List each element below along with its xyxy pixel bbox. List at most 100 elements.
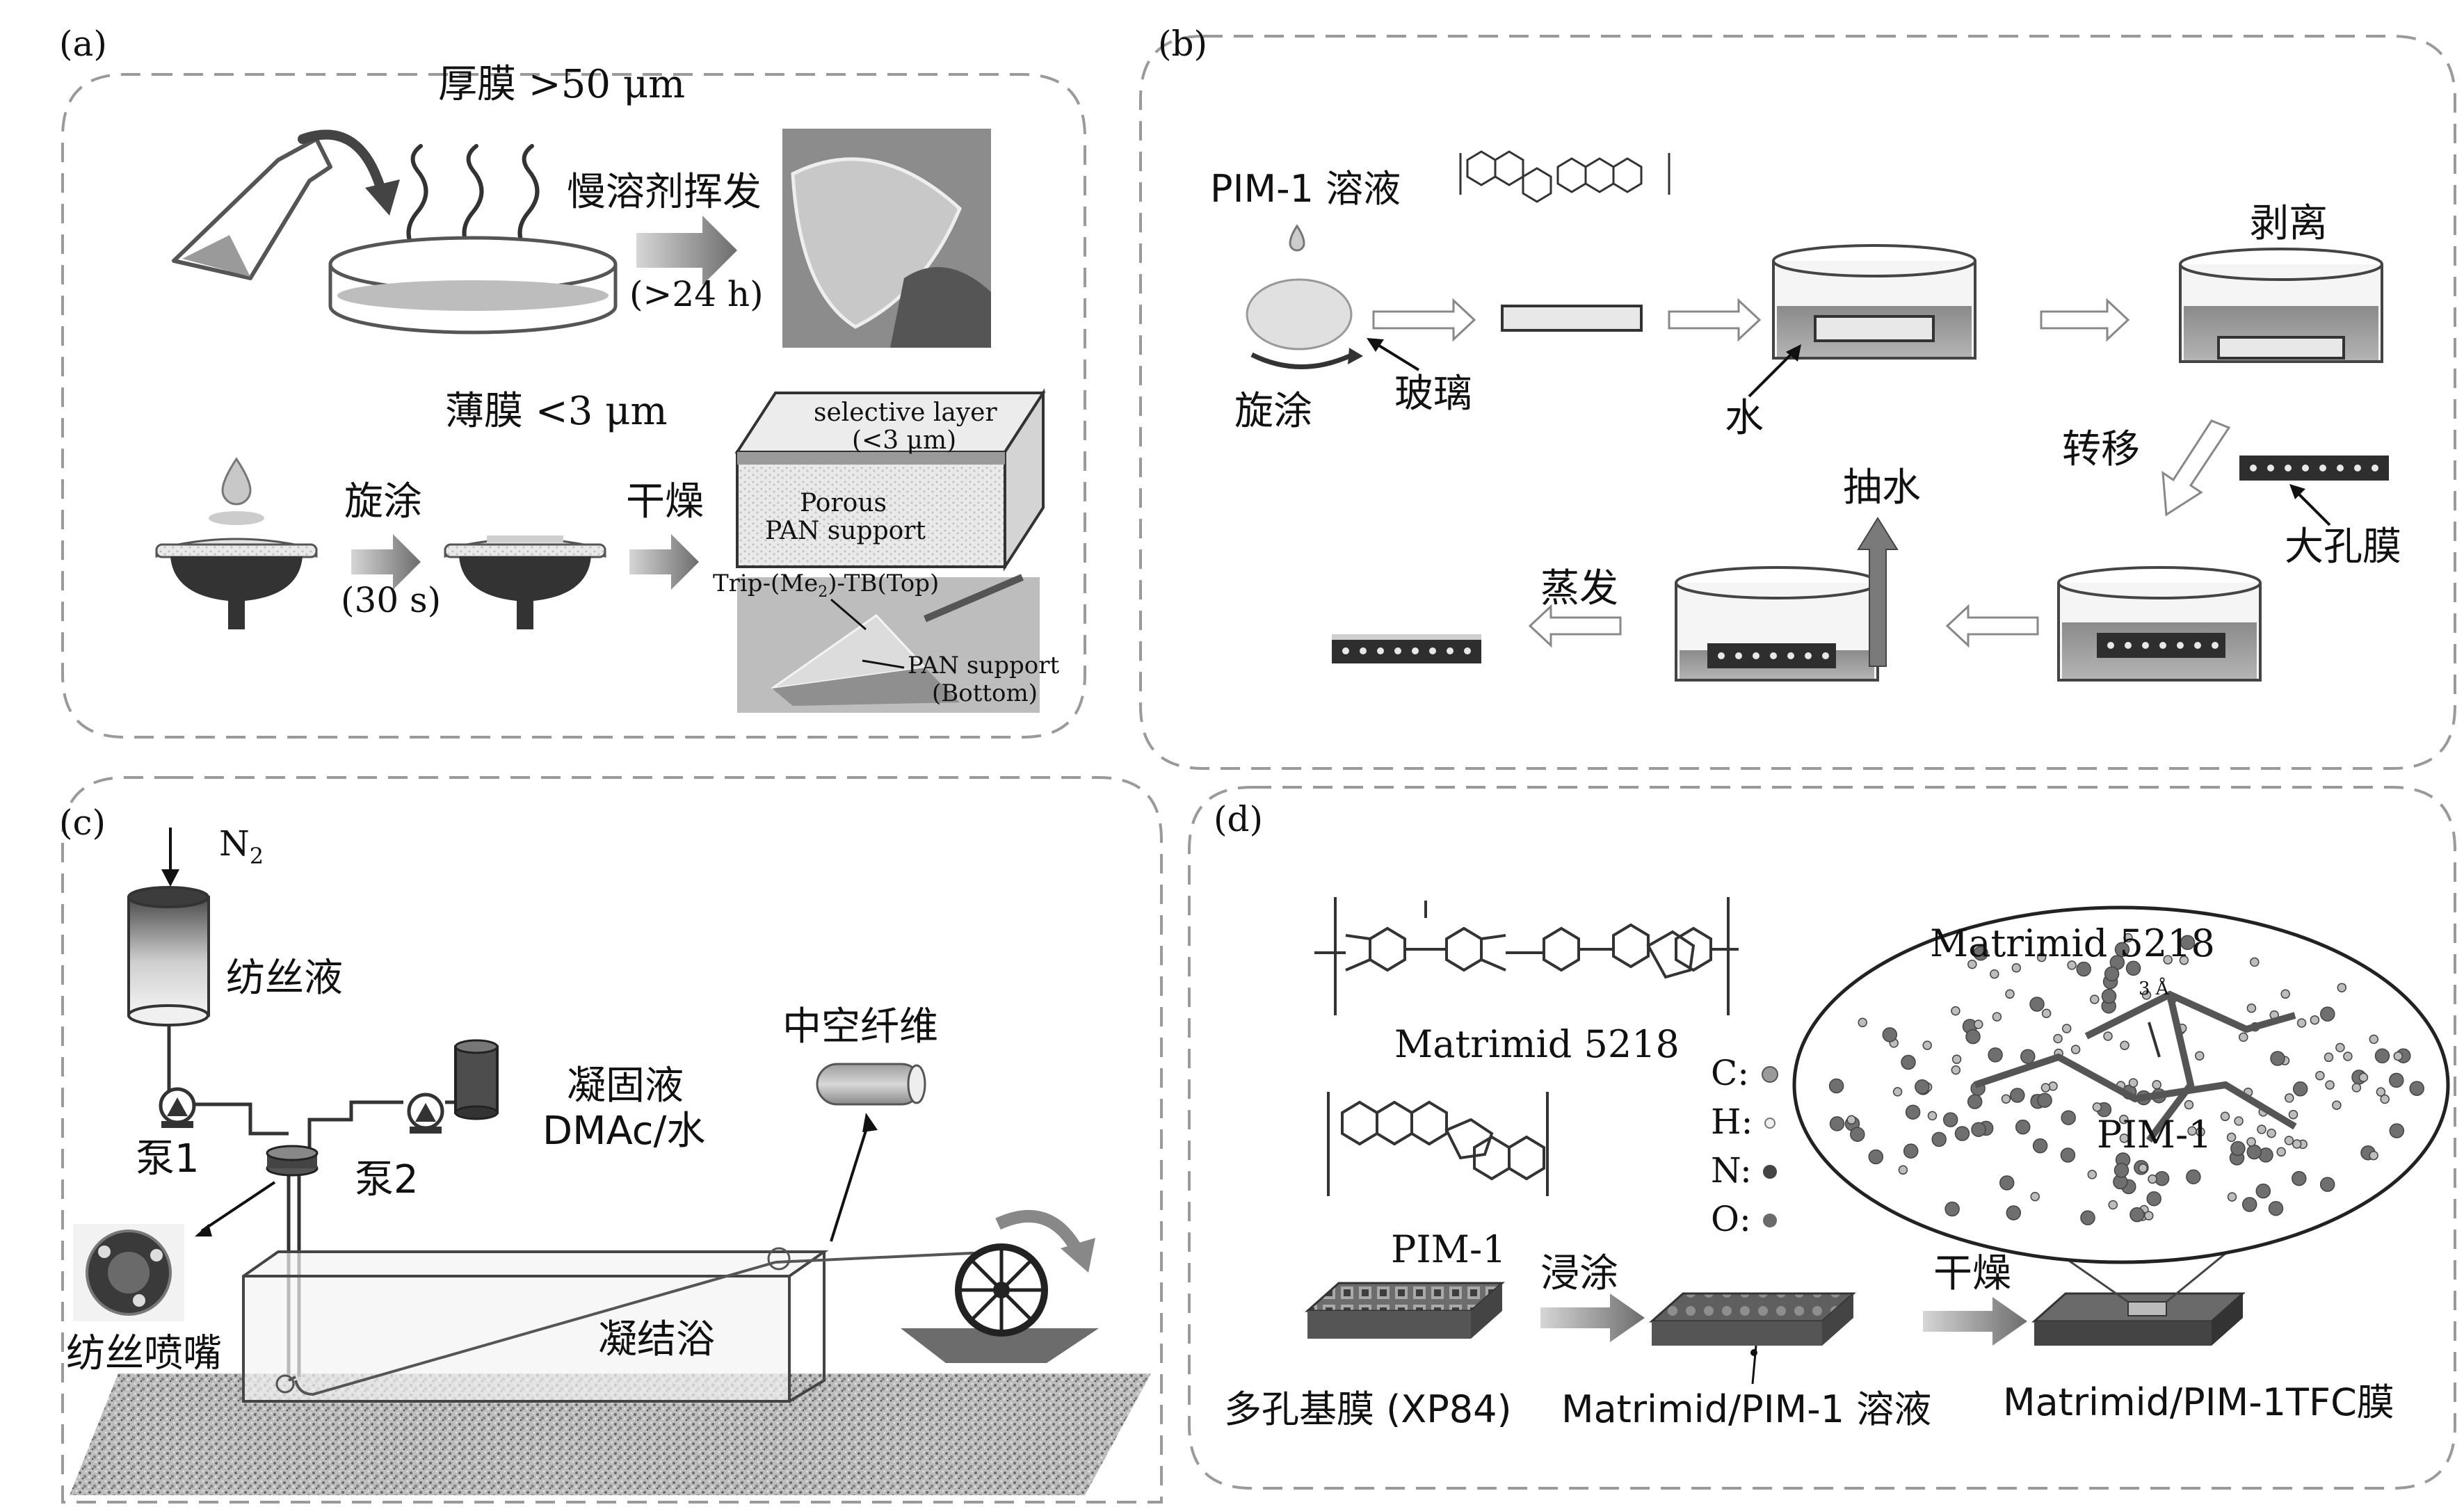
atom-sphere xyxy=(2129,1207,2145,1223)
atom-sphere xyxy=(2337,983,2347,992)
atom-sphere xyxy=(1828,1078,1844,1094)
atom-sphere xyxy=(1868,1149,1884,1165)
atom-sphere xyxy=(2119,1114,2129,1125)
dry-label: 干燥 xyxy=(626,479,704,524)
atom-sphere xyxy=(2030,1191,2040,1202)
glass-substrate xyxy=(1246,278,1353,350)
atom-sphere xyxy=(2389,1072,2404,1088)
atom-sphere xyxy=(2119,1134,2129,1143)
atom-sphere xyxy=(2040,1083,2051,1093)
pump2-icon xyxy=(407,1093,444,1134)
atom-sphere xyxy=(1905,1104,1921,1120)
atom-sphere xyxy=(2319,1177,2335,1192)
atom-n-label: N: xyxy=(1711,1150,1752,1191)
dry-label-d: 干燥 xyxy=(1933,1251,2011,1296)
atom-sphere xyxy=(2288,1109,2298,1120)
molecule-label-pim1: PIM-1 xyxy=(2097,1113,2212,1157)
porous-support-label: PAN support xyxy=(765,517,926,545)
arrow-evaporation xyxy=(636,216,737,285)
hollow-arrow-4 xyxy=(1945,604,2039,648)
atom-sphere xyxy=(2239,1032,2248,1042)
drop-icon-b xyxy=(1289,224,1305,252)
membrane-photo xyxy=(737,574,1040,713)
pour-arrow-icon xyxy=(298,129,387,200)
atom-sphere xyxy=(1973,945,1988,961)
atom-sphere xyxy=(2090,994,2100,1004)
atom-sphere xyxy=(2310,1015,2320,1025)
atom-sphere xyxy=(2010,1088,2025,1103)
atom-sphere xyxy=(2284,1136,2294,1145)
atom-sphere xyxy=(2029,997,2045,1012)
evaporate-label: 蒸发 xyxy=(1540,566,1618,611)
atom-sphere xyxy=(2060,1147,2076,1163)
atom-sphere xyxy=(2376,1087,2386,1097)
atom-sphere xyxy=(2246,1003,2257,1013)
panel-b-label: (b) xyxy=(1158,24,1207,64)
atom-sphere xyxy=(2037,1093,2052,1108)
hollow-arrow-2 xyxy=(1668,298,1762,342)
water-dish-3 xyxy=(2057,566,2262,682)
final-membrane-b xyxy=(1332,634,1481,663)
atom-sphere xyxy=(2036,952,2047,962)
atom-sphere xyxy=(2227,1192,2237,1202)
atom-sphere xyxy=(2144,1211,2154,1220)
atom-sphere xyxy=(2125,960,2141,976)
hollow-fiber-label: 中空纤维 xyxy=(782,1004,938,1049)
atom-sphere xyxy=(2369,1034,2379,1045)
coagulant-composition: DMAc/水 xyxy=(542,1109,705,1154)
hollow-arrow-transfer xyxy=(2161,419,2231,517)
takeup-wheel xyxy=(901,1209,1099,1363)
membrane-block-diagram xyxy=(734,388,1046,572)
atom-sphere xyxy=(2393,1051,2403,1061)
pim1-structure-label: PIM-1 xyxy=(1391,1227,1506,1271)
water-dish-2 xyxy=(2179,248,2383,363)
atom-sphere xyxy=(1915,1079,1930,1095)
atom-sphere xyxy=(2241,1197,2257,1212)
atom-sphere xyxy=(2061,1024,2072,1033)
pump1-label: 泵1 xyxy=(136,1136,200,1182)
atom-sphere xyxy=(2020,1049,2036,1064)
atom-sphere xyxy=(2087,1170,2097,1179)
atom-sphere xyxy=(2257,1125,2266,1134)
evaporation-time-label: (>24 h) xyxy=(629,274,764,314)
selective-layer-label: selective layer xyxy=(814,398,997,427)
gravel-floor xyxy=(70,1373,1151,1495)
slow-evaporation-label: 慢溶剂挥发 xyxy=(567,170,762,215)
atom-sphere xyxy=(2351,1083,2362,1093)
atom-sphere xyxy=(1858,1017,1867,1028)
atom-sphere xyxy=(2120,1040,2129,1050)
atom-sphere xyxy=(2108,1200,2118,1210)
atom-sphere xyxy=(1942,1112,1958,1127)
atom-sphere xyxy=(1850,1127,1865,1142)
pim1-structure-small xyxy=(1459,150,1670,203)
atom-sphere xyxy=(2041,1008,2052,1018)
atom-sphere xyxy=(2103,1031,2113,1041)
pump-water-arrow xyxy=(1857,517,1899,667)
spin-direction-icon xyxy=(1250,352,1354,369)
tfc-membrane-label: Matrimid/PIM-1TFC膜 xyxy=(2003,1380,2394,1424)
atom-sphere xyxy=(2053,1033,2063,1044)
peeled-film-1 xyxy=(1501,305,1643,332)
n2-label: N2 xyxy=(219,823,264,869)
hollow-fiber-icon xyxy=(816,1063,926,1106)
atom-sphere xyxy=(2123,933,2133,943)
spinneret-icon xyxy=(266,1145,319,1177)
atom-sphere xyxy=(2113,1163,2129,1178)
spinneret-closeup xyxy=(73,1224,184,1321)
atom-sphere xyxy=(2080,1210,2095,1225)
spin-coater-1 xyxy=(155,511,318,629)
atom-sphere xyxy=(2128,1078,2139,1088)
atom-sphere xyxy=(2325,1080,2335,1090)
solution-label-d: Matrimid/PIM-1 溶液 xyxy=(1561,1387,1931,1431)
atom-h-label: H: xyxy=(1711,1102,1753,1142)
glass-label: 玻璃 xyxy=(1394,371,1472,417)
panel-b-frame xyxy=(1139,35,2456,770)
spin-time-label: (30 s) xyxy=(341,580,441,620)
pan-bottom-label: (Bottom) xyxy=(932,679,1038,707)
atom-sphere xyxy=(2061,1110,2076,1125)
atom-o-label: O: xyxy=(1711,1199,1751,1239)
panel-c-frame xyxy=(61,776,1163,1504)
molecular-model-zoom xyxy=(1792,905,2450,1264)
atom-sphere xyxy=(2011,963,2022,973)
tfc-membrane xyxy=(2031,1292,2246,1346)
